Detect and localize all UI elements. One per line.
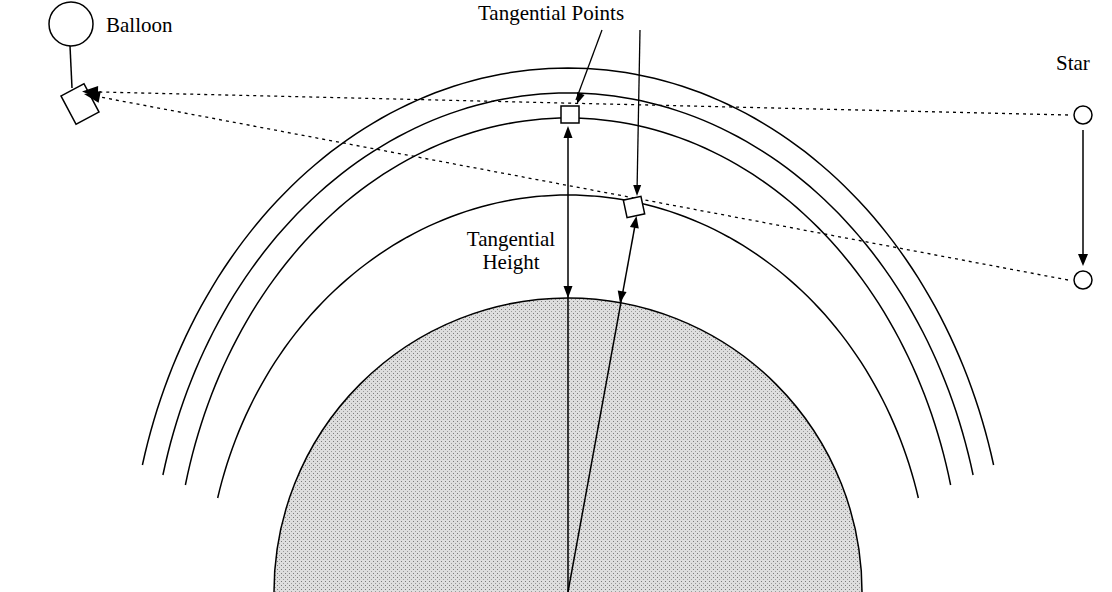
arrowhead — [1078, 254, 1088, 266]
tangential-points-label: Tangential Points — [478, 2, 624, 25]
arrowhead — [618, 290, 627, 303]
line-of-sight — [100, 97, 1068, 280]
gondola — [61, 84, 99, 124]
arrowhead — [564, 126, 573, 138]
arrowhead — [577, 92, 585, 104]
arrowhead — [564, 286, 573, 298]
arrowhead — [630, 216, 639, 229]
arrowhead — [84, 91, 101, 103]
star-label: Star — [1056, 52, 1090, 75]
height-arrow — [568, 220, 636, 592]
tangential-height-label: Tangential Height — [461, 228, 561, 274]
height-arrow — [567, 130, 569, 592]
star-motion-arrow — [1082, 130, 1084, 258]
tangential-point — [623, 196, 644, 217]
leader-line — [576, 30, 602, 100]
line-of-sight — [100, 92, 1068, 115]
leader-line — [637, 30, 640, 192]
balloon-tether — [70, 46, 72, 88]
balloon-envelope — [49, 2, 93, 46]
arrowheads — [82, 86, 1088, 303]
tangential-point — [561, 106, 579, 123]
star-symbol — [1074, 106, 1092, 124]
star-symbol — [1074, 271, 1092, 289]
arrowhead — [633, 185, 641, 196]
balloon-label: Balloon — [106, 14, 173, 37]
